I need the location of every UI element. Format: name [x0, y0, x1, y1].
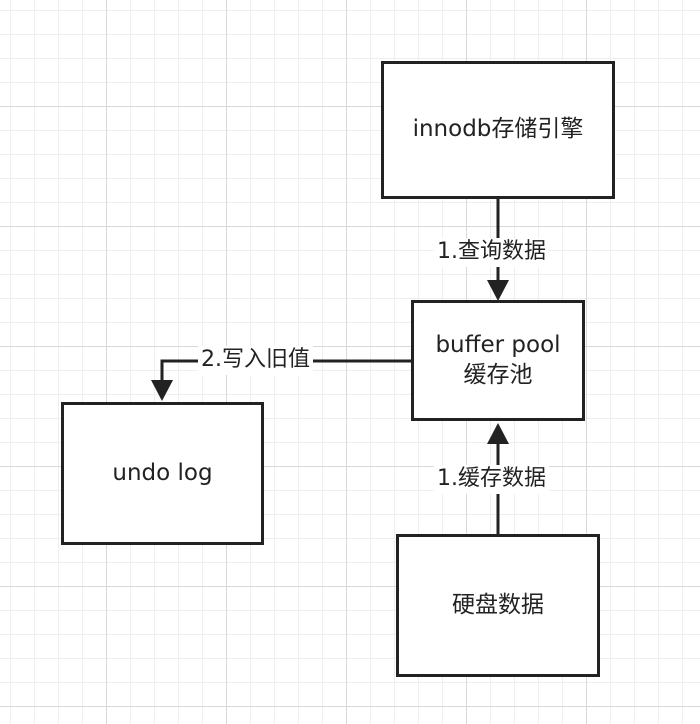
- node-innodb-label: innodb存储引擎: [412, 116, 584, 143]
- node-disk: 硬盘数据: [396, 534, 600, 677]
- node-buffer-pool-line2: 缓存池: [463, 361, 533, 388]
- edge-write-old-label: 2.写入旧值: [198, 346, 313, 375]
- edge-query-label: 1.查询数据: [434, 238, 549, 267]
- node-disk-label: 硬盘数据: [452, 591, 544, 618]
- edge-cache-label: 1.缓存数据: [434, 465, 549, 494]
- edge-write-old: [151, 359, 413, 401]
- node-undo-log: undo log: [61, 402, 264, 545]
- arrowhead-down-icon: [487, 280, 509, 301]
- arrowhead-up-icon: [487, 423, 509, 444]
- node-innodb: innodb存储引擎: [381, 61, 615, 199]
- node-buffer-pool-line1: buffer pool: [435, 331, 561, 358]
- node-undo-log-label: undo log: [112, 459, 213, 486]
- node-buffer-pool: buffer pool 缓存池: [411, 300, 585, 421]
- arrowhead-down-icon: [151, 380, 173, 401]
